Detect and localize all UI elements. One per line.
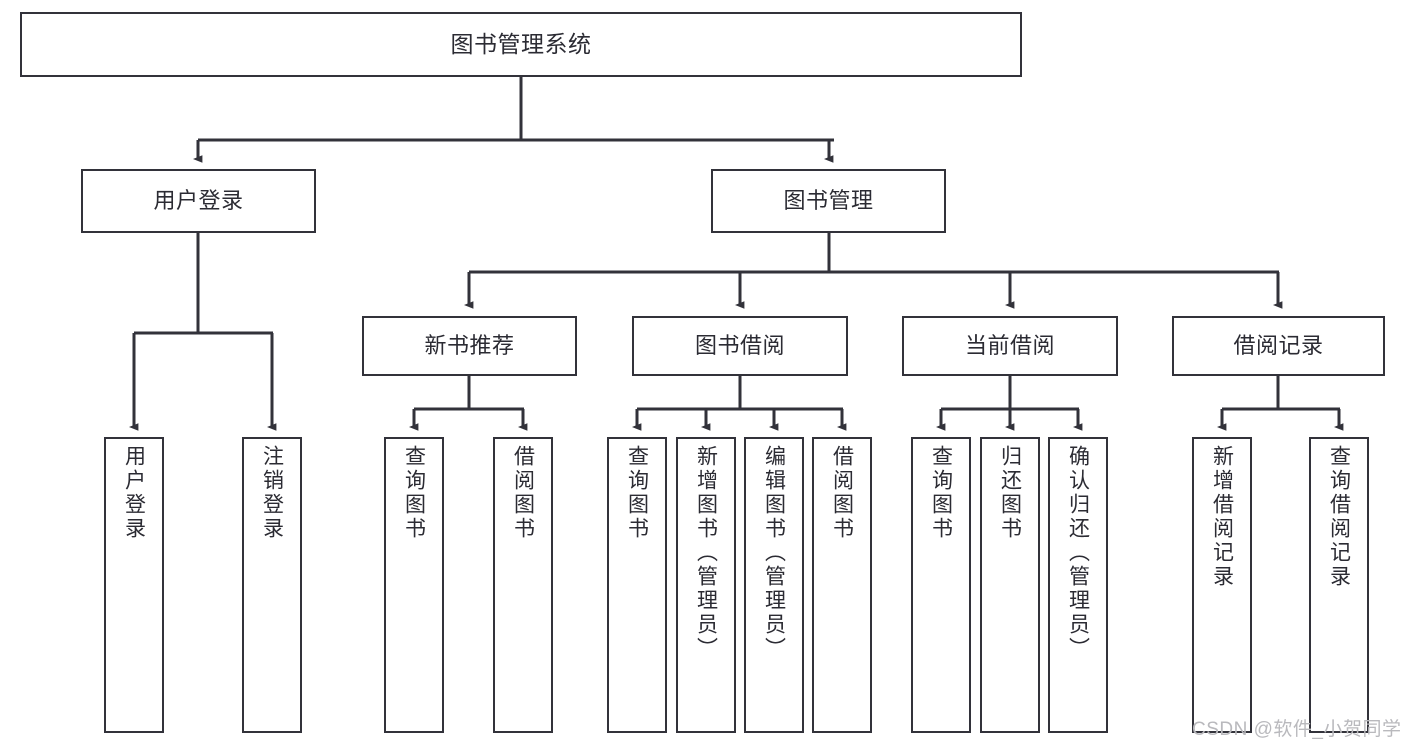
node-label: 注销登录: [260, 445, 284, 541]
node-label: 用户登录: [122, 445, 146, 541]
node-label: 图书管理: [783, 188, 874, 214]
node-root-book-management-system[interactable]: 图书管理系统: [20, 12, 1022, 77]
node-label: 新书推荐: [424, 333, 515, 359]
node-leaf-book-borrow-borrow[interactable]: 借阅图书: [812, 437, 872, 733]
node-label: 归还图书: [998, 445, 1022, 541]
node-label: 查询图书: [929, 445, 953, 541]
node-label: 图书管理系统: [450, 30, 592, 57]
node-borrow-record[interactable]: 借阅记录: [1172, 316, 1385, 376]
node-leaf-new-book-query[interactable]: 查询图书: [384, 437, 444, 733]
node-leaf-current-borrow-return[interactable]: 归还图书: [980, 437, 1040, 733]
node-leaf-current-borrow-confirm[interactable]: 确认归还（管理员）: [1048, 437, 1108, 733]
node-new-book-recommend[interactable]: 新书推荐: [362, 316, 577, 376]
node-leaf-new-book-borrow[interactable]: 借阅图书: [493, 437, 553, 733]
node-label: 借阅图书: [511, 445, 535, 541]
node-leaf-borrow-record-query[interactable]: 查询借阅记录: [1309, 437, 1369, 733]
node-label: 当前借阅: [964, 333, 1055, 359]
watermark-text: CSDN @软件_小贺同学: [1192, 719, 1402, 740]
node-leaf-book-borrow-edit[interactable]: 编辑图书（管理员）: [744, 437, 804, 733]
node-current-borrow[interactable]: 当前借阅: [902, 316, 1118, 376]
node-user-login[interactable]: 用户登录: [81, 169, 316, 233]
node-label: 查询图书: [625, 445, 649, 541]
node-leaf-book-borrow-add[interactable]: 新增图书（管理员）: [676, 437, 736, 733]
node-label: 编辑图书（管理员）: [762, 445, 786, 661]
node-label: 新增图书（管理员）: [694, 445, 718, 661]
node-leaf-user-login-logout[interactable]: 注销登录: [242, 437, 302, 733]
node-label: 图书借阅: [694, 333, 785, 359]
node-label: 新增借阅记录: [1210, 445, 1234, 589]
node-label: 确认归还（管理员）: [1066, 445, 1090, 661]
node-leaf-borrow-record-add[interactable]: 新增借阅记录: [1192, 437, 1252, 733]
node-leaf-book-borrow-query[interactable]: 查询图书: [607, 437, 667, 733]
node-leaf-user-login-login[interactable]: 用户登录: [104, 437, 164, 733]
node-label: 查询图书: [402, 445, 426, 541]
node-label: 借阅图书: [830, 445, 854, 541]
node-label: 用户登录: [153, 188, 244, 214]
node-label: 借阅记录: [1233, 333, 1324, 359]
node-label: 查询借阅记录: [1327, 445, 1351, 589]
node-book-borrow[interactable]: 图书借阅: [632, 316, 848, 376]
node-book-management[interactable]: 图书管理: [711, 169, 946, 233]
node-leaf-current-borrow-query[interactable]: 查询图书: [911, 437, 971, 733]
